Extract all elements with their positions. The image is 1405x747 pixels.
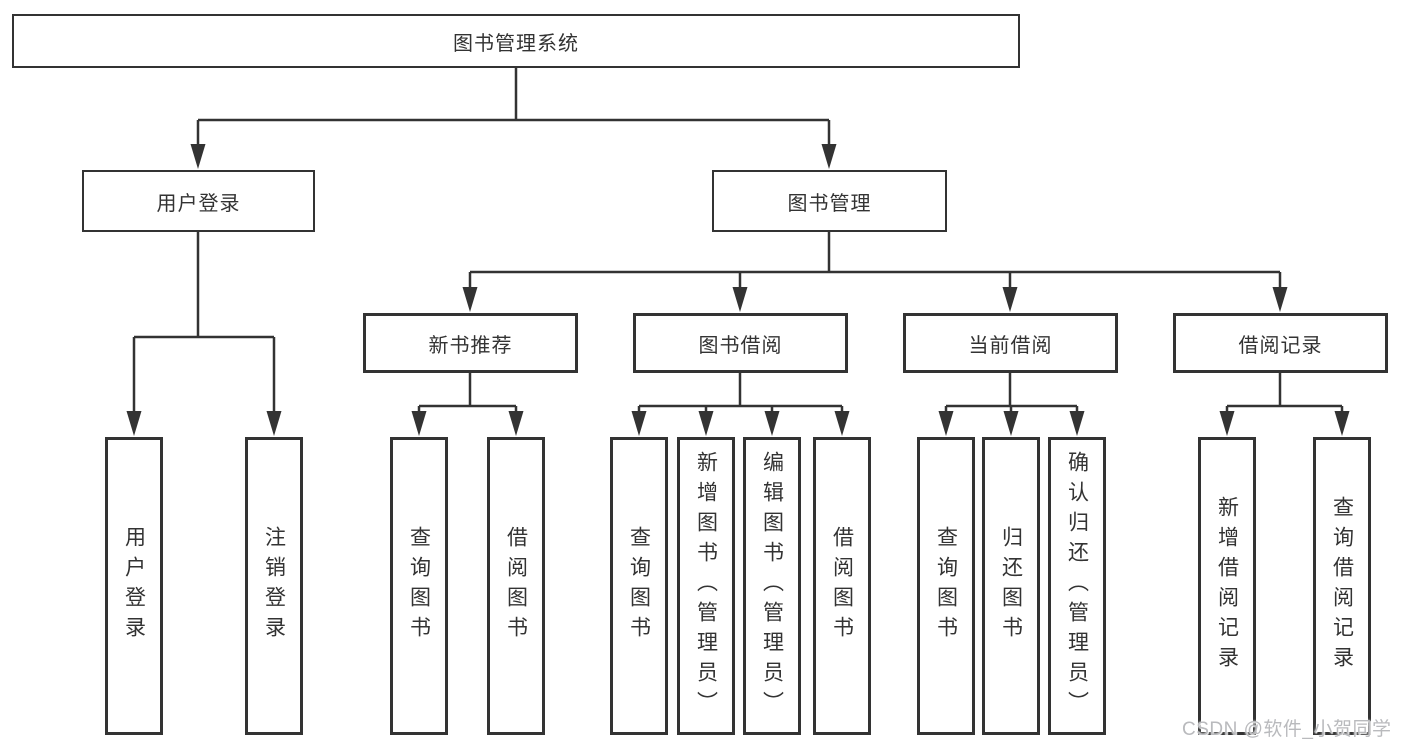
connector-borrow-records-to-leaves — [1219, 373, 1350, 436]
arrowhead-down-icon — [764, 411, 780, 436]
node-library-management-system: 图书管理系统 — [12, 14, 1020, 68]
arrowhead-down-icon — [938, 411, 954, 436]
leaf-user-login: 用户登录 — [105, 437, 163, 735]
arrowhead-down-icon — [698, 411, 714, 436]
connector-current-borrow-to-leaves — [938, 373, 1085, 436]
leaf-confirm-return-admin: 确认归还（管理员） — [1048, 437, 1106, 735]
arrowhead-down-icon — [732, 287, 748, 312]
leaf-borrow-books-recommend: 借阅图书 — [487, 437, 545, 735]
leaf-return-books: 归还图书 — [982, 437, 1040, 735]
arrowhead-down-icon — [1069, 411, 1085, 436]
leaf-query-books-recommend: 查询图书 — [390, 437, 448, 735]
arrowhead-down-icon — [126, 411, 142, 436]
csdn-watermark: CSDN @软件_小贺同学 — [1182, 719, 1392, 740]
leaf-edit-books-admin: 编辑图书（管理员） — [743, 437, 801, 735]
arrowhead-down-icon — [462, 287, 478, 312]
connector-new-book-to-leaves — [411, 373, 524, 436]
arrowhead-down-icon — [1002, 287, 1018, 312]
connector-book-management-to-level2 — [462, 232, 1288, 312]
leaf-logout: 注销登录 — [245, 437, 303, 735]
arrowhead-down-icon — [266, 411, 282, 436]
leaf-add-books-admin: 新增图书（管理员） — [677, 437, 735, 735]
leaf-query-books-borrow: 查询图书 — [610, 437, 668, 735]
connector-user-login-to-leaves — [126, 232, 282, 436]
connector-root-to-level1 — [190, 68, 837, 169]
arrowhead-down-icon — [1272, 287, 1288, 312]
leaf-query-books-current: 查询图书 — [917, 437, 975, 735]
leaf-add-borrow-record: 新增借阅记录 — [1198, 437, 1256, 735]
node-current-borrowing: 当前借阅 — [903, 313, 1118, 373]
leaf-borrow-books: 借阅图书 — [813, 437, 871, 735]
arrowhead-down-icon — [1334, 411, 1350, 436]
arrowhead-down-icon — [411, 411, 427, 436]
arrowhead-down-icon — [821, 144, 837, 169]
arrowhead-down-icon — [834, 411, 850, 436]
node-book-borrowing: 图书借阅 — [633, 313, 848, 373]
arrowhead-down-icon — [1003, 411, 1019, 436]
arrowhead-down-icon — [1219, 411, 1235, 436]
arrowhead-down-icon — [508, 411, 524, 436]
node-borrowing-records: 借阅记录 — [1173, 313, 1388, 373]
arrowhead-down-icon — [631, 411, 647, 436]
node-user-login: 用户登录 — [82, 170, 315, 232]
arrowhead-down-icon — [190, 144, 206, 169]
node-book-management: 图书管理 — [712, 170, 947, 232]
connector-book-borrow-to-leaves — [631, 373, 850, 436]
node-new-book-recommendation: 新书推荐 — [363, 313, 578, 373]
leaf-query-borrow-record: 查询借阅记录 — [1313, 437, 1371, 735]
